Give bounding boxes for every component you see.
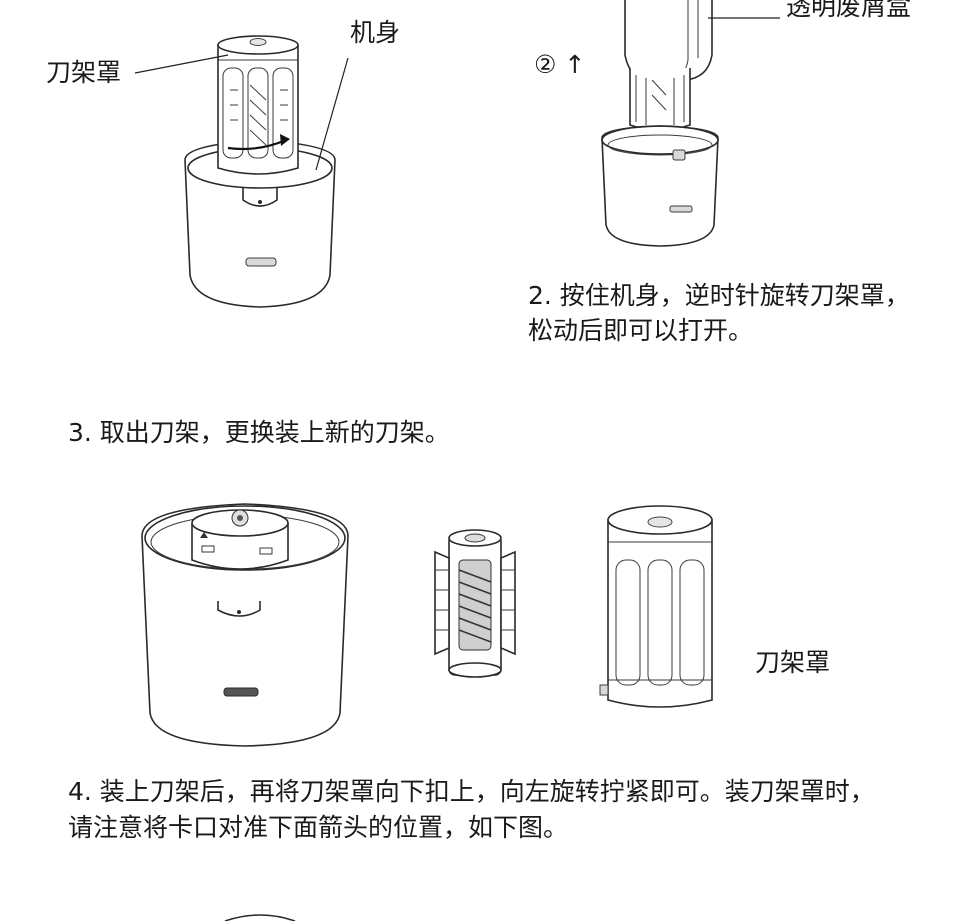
waste-box-removal-figure: [601, 0, 780, 247]
callout-waste-box: 透明废屑盒: [786, 0, 912, 21]
next-figure-edge: [224, 914, 296, 921]
step4-line1: 4. 装上刀架后，再将刀架罩向下扣上，向左旋转拧紧即可。装刀架罩时，: [68, 777, 875, 806]
step2-line1: 2. 按住机身，逆时针旋转刀架罩，: [528, 281, 910, 310]
step2-line2: 松动后即可以打开。: [528, 316, 754, 345]
callout-blade-cover: 刀架罩: [46, 58, 122, 87]
step3-text: 3. 取出刀架，更换装上新的刀架。: [68, 418, 450, 447]
callout-body: 机身: [350, 18, 401, 47]
assembled-unit-figure: [134, 35, 349, 308]
base-without-cover-figure: [141, 503, 349, 747]
callout-step-marker: ② ↑: [534, 50, 586, 79]
blade-cover-figure: [599, 505, 713, 708]
blade-cartridge-figure: [434, 529, 516, 678]
step4-line2: 请注意将卡口对准下面箭头的位置，如下图。: [68, 813, 569, 842]
callout-blade-cover-bottom: 刀架罩: [755, 648, 831, 677]
